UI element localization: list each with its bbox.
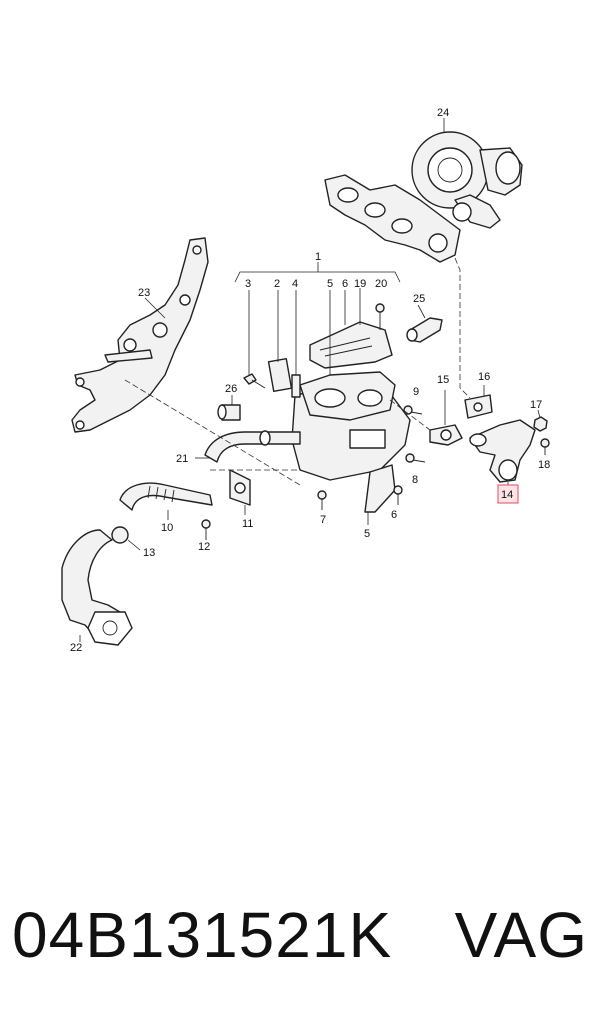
bolt-12 [201,519,211,540]
callout-19: 19 [354,278,366,290]
clamp-13 [111,526,141,551]
callout-14: 14 [501,489,513,501]
callout-9: 9 [413,386,419,398]
callout-6b: 6 [391,509,397,521]
callout-10: 10 [161,522,173,534]
callout-7: 7 [320,514,326,526]
turbocharger-assembly [324,118,523,263]
callout-3: 3 [245,278,251,290]
callout-16: 16 [478,371,490,383]
callout-14-highlight [497,484,519,504]
stud-4 [291,290,301,398]
elbow-pipe-22 [61,529,133,646]
callout-13: 13 [143,547,155,559]
callout-4: 4 [292,278,298,290]
bolt-18 [540,438,550,455]
part-number-footer: 04B131521K VAG [12,895,588,975]
callout-20: 20 [375,278,387,290]
callout-26: 26 [225,383,237,395]
bolt-3 [243,290,266,389]
exploded-parts-diagram: 1 3 2 4 5 6 19 20 25 24 23 26 9 15 16 17… [61,107,550,654]
callout-8: 8 [412,474,418,486]
pipe-21 [195,430,301,463]
callout-12: 12 [198,541,210,553]
bracket-5 [329,290,396,525]
flange-11 [229,469,251,515]
gasket-16 [464,385,493,419]
bracket-2 [267,290,293,393]
pipe-14 [469,419,536,486]
sensor-25 [406,304,443,343]
callout-6a: 6 [342,278,348,290]
callout-15: 15 [437,374,449,386]
bolt-6 [344,290,403,505]
callout-17: 17 [530,399,542,411]
bolt-20 [375,303,385,330]
corrugated-pipe-10 [119,482,213,520]
callout-2: 2 [274,278,280,290]
callout-5a: 5 [327,278,333,290]
callout-24: 24 [437,107,449,119]
callout-5b: 5 [364,528,370,540]
callout-1: 1 [315,251,321,263]
brand-name: VAG [454,899,588,971]
callout-18: 18 [538,459,550,471]
part-number: 04B131521K [12,899,393,971]
gasket-15 [429,390,463,446]
support-bracket [71,237,209,433]
callout-21: 21 [176,453,188,465]
nut-17 [533,409,548,432]
callout-23: 23 [138,287,150,299]
egr-cooler-module [234,262,411,481]
callout-25: 25 [413,293,425,305]
bolt-7 [317,490,327,510]
callout-11: 11 [242,518,253,530]
bolt-8 [405,453,426,463]
callout-22: 22 [70,642,82,654]
pipe-26 [217,395,241,421]
